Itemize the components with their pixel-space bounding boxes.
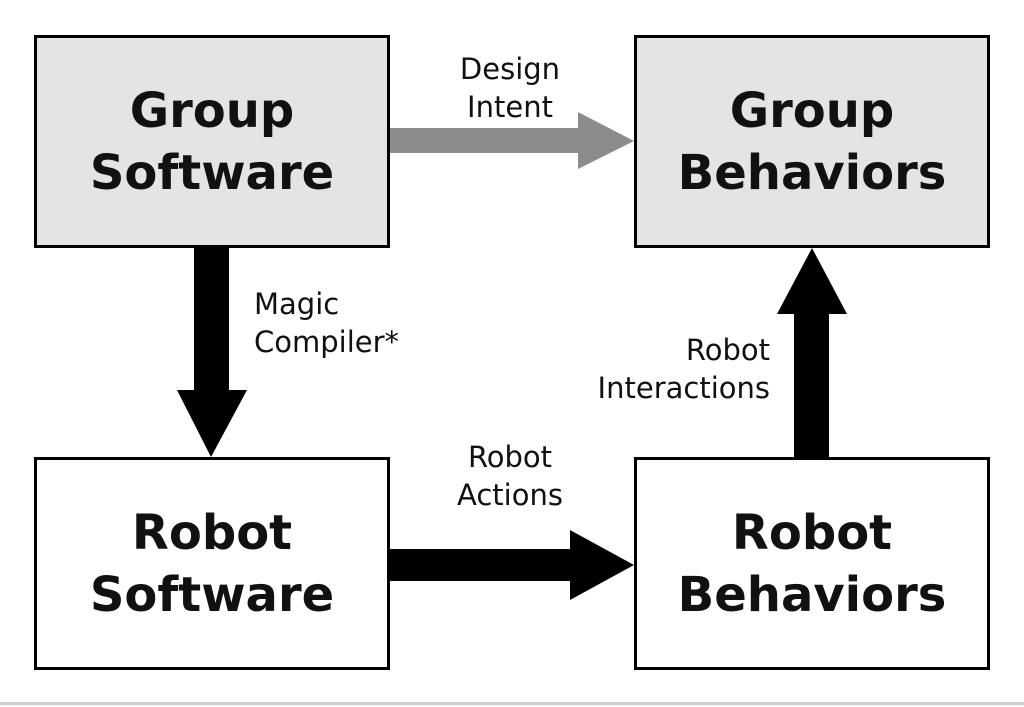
group-software-title-line2: Software xyxy=(89,144,335,201)
design-intent-label-line1: Design xyxy=(459,52,561,86)
robot-behaviors-box: Robot Behaviors xyxy=(634,457,990,670)
bottom-divider xyxy=(0,702,1024,705)
group-software-box: Group Software xyxy=(34,35,390,248)
robot-interactions-label-line1: Robot xyxy=(685,333,770,367)
robot-interactions-arrow xyxy=(777,248,847,457)
magic-compiler-arrow xyxy=(177,248,247,457)
robot-software-title-line2: Software xyxy=(89,566,335,623)
magic-compiler-label: Magic Compiler* xyxy=(254,285,399,361)
robot-interactions-label-line2: Interactions xyxy=(597,371,770,405)
robot-behaviors-title-line1: Robot xyxy=(731,504,893,561)
robot-actions-label-line2: Actions xyxy=(457,478,563,512)
group-behaviors-box: Group Behaviors xyxy=(634,35,990,248)
group-behaviors-title-line1: Group xyxy=(729,82,895,139)
design-intent-arrow xyxy=(390,112,634,169)
robot-actions-label: Robot Actions xyxy=(430,438,590,514)
group-behaviors-title-line2: Behaviors xyxy=(677,144,947,201)
magic-compiler-label-line2: Compiler* xyxy=(254,325,400,359)
design-intent-label: Design Intent xyxy=(430,50,590,126)
robot-actions-label-line1: Robot xyxy=(467,440,553,474)
robot-behaviors-title-line2: Behaviors xyxy=(677,566,947,623)
robot-interactions-label: Robot Interactions xyxy=(560,331,770,407)
robot-software-box: Robot Software xyxy=(34,457,390,670)
design-intent-label-line2: Intent xyxy=(467,90,553,124)
group-software-title-line1: Group xyxy=(129,82,295,139)
robot-software-title-line1: Robot xyxy=(131,504,293,561)
magic-compiler-label-line1: Magic xyxy=(254,287,340,321)
robot-actions-arrow xyxy=(390,530,634,600)
